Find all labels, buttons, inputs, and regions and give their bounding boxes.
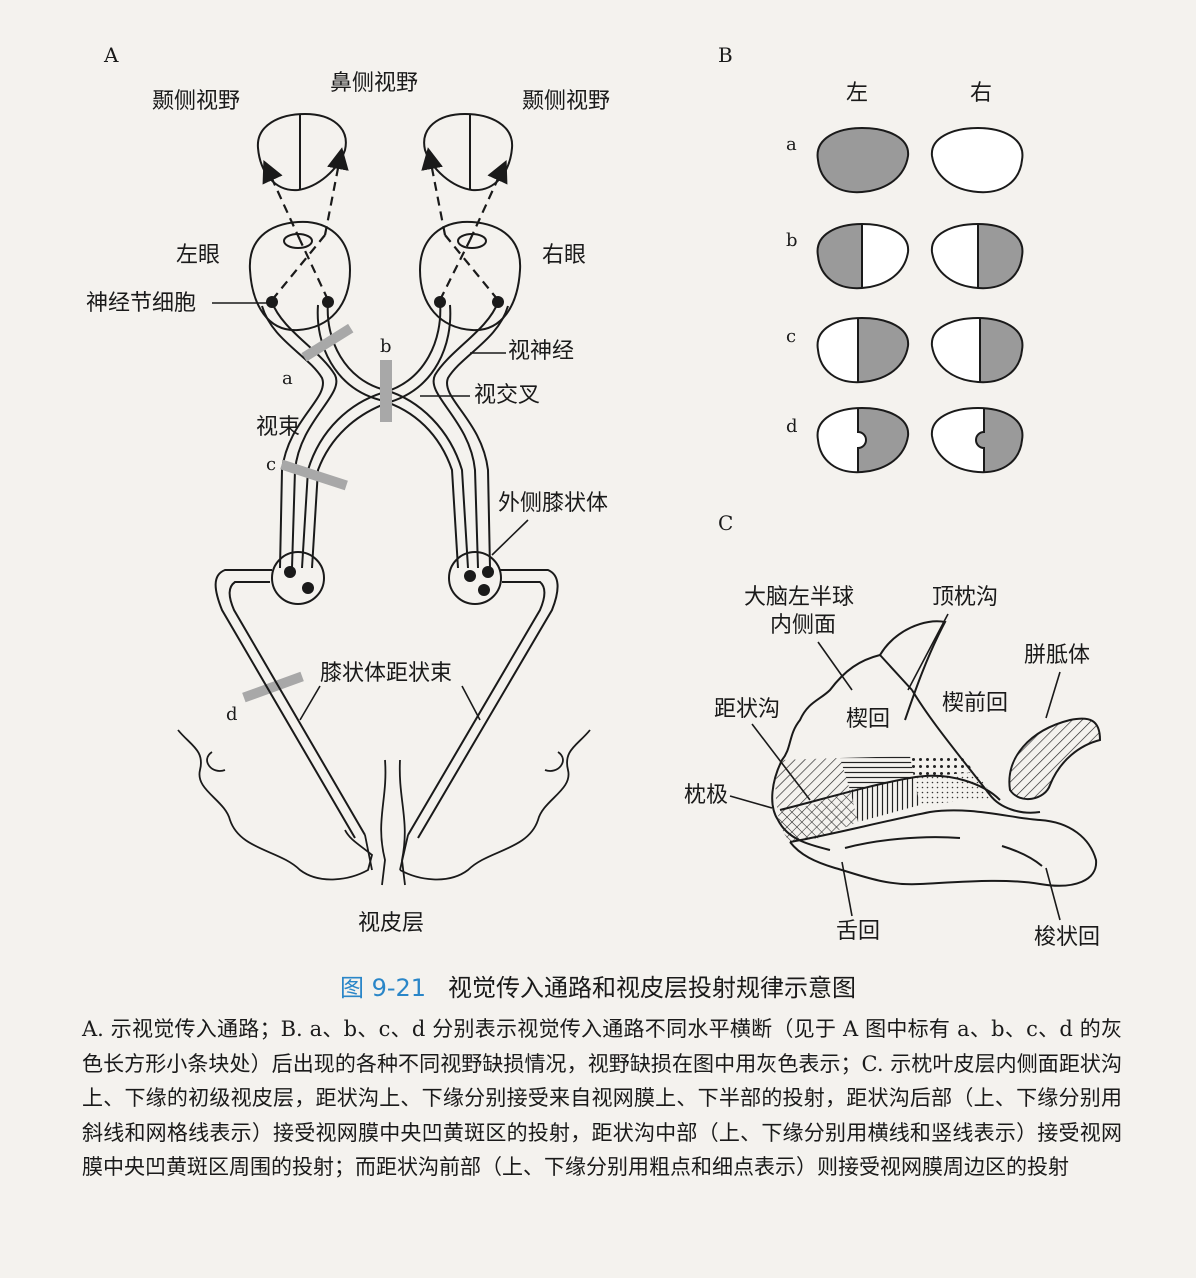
panel-a-letter: A (103, 43, 119, 67)
label-optic-nerve: 视神经 (508, 339, 574, 364)
panel-a: A 颞侧视野 鼻侧视野 颞侧视野 (86, 43, 610, 936)
field-d-left (818, 408, 909, 472)
field-a-right (932, 128, 1023, 192)
label-radiation: 膝状体距状束 (320, 661, 452, 686)
cc-pointer (1046, 672, 1060, 718)
panel-c: C 大脑左半球 内侧面 顶枕沟 胼胝体 距状沟 楔回 楔前回 枕极 舌回 梭状回 (684, 511, 1100, 950)
row-label-a: a (786, 134, 797, 155)
row-label-b: b (786, 230, 798, 251)
visual-pathway-figure: A 颞侧视野 鼻侧视野 颞侧视野 (0, 0, 1196, 960)
projection-lines (268, 158, 502, 300)
optic-radiations (216, 570, 558, 838)
field-c-right (932, 318, 1023, 382)
row-label-d: d (786, 416, 798, 437)
label-corpus-callosum: 胼胝体 (1024, 643, 1090, 668)
cut-label-a: a (282, 368, 293, 389)
label-precuneus: 楔前回 (942, 691, 1008, 716)
label-medial-surface-2: 内侧面 (770, 613, 836, 638)
label-optic-chiasm: 视交叉 (474, 383, 540, 408)
label-right-col: 右 (970, 81, 992, 106)
label-occipital-pole: 枕极 (684, 783, 728, 808)
label-lingual: 舌回 (836, 919, 880, 944)
label-right-eye: 右眼 (542, 243, 586, 268)
radiation-pointer-left (300, 686, 320, 720)
field-b-left (818, 224, 909, 288)
lgn-pointer (492, 520, 528, 555)
radiation-pointer-right (462, 686, 480, 720)
label-calcarine: 距状沟 (714, 697, 780, 722)
label-optic-tract: 视束 (256, 415, 300, 440)
panel-c-letter: C (718, 511, 733, 535)
corpus-callosum-shape (1009, 719, 1100, 799)
field-c-left (818, 318, 909, 382)
figure-caption-body: A. 示视觉传入通路；B. a、b、c、d 分别表示视觉传入通路不同水平横断（见… (82, 1012, 1122, 1185)
label-fusiform: 梭状回 (1034, 925, 1100, 950)
label-left-col: 左 (846, 81, 868, 106)
right-lgn (449, 552, 501, 604)
cut-bars (242, 324, 392, 702)
field-b-right (932, 224, 1023, 288)
figure-number: 图 9-21 (340, 974, 426, 1002)
field-d-right (932, 408, 1023, 472)
figure-title: 视觉传入通路和视皮层投射规律示意图 (448, 974, 856, 1002)
label-nasal-field: 鼻侧视野 (330, 71, 418, 96)
panel-b: B 左 右 a b c d (718, 43, 1022, 472)
pole-pointer (730, 796, 772, 808)
label-medial-surface-1: 大脑左半球 (744, 585, 854, 610)
label-cuneus: 楔回 (846, 707, 890, 732)
cut-label-c: c (266, 454, 276, 475)
label-parieto-occipital: 顶枕沟 (932, 585, 998, 610)
fusiform-pointer (1046, 868, 1060, 920)
figure-caption-title: 图 9-21 视觉传入通路和视皮层投射规律示意图 (0, 968, 1196, 1003)
label-lgn: 外侧膝状体 (498, 491, 608, 516)
cut-label-b: b (380, 336, 392, 357)
row-label-c: c (786, 326, 796, 347)
label-temporal-field-right: 颞侧视野 (522, 89, 610, 114)
ganglion-cell-dots (266, 296, 504, 308)
field-a-left (818, 128, 909, 192)
visual-cortex-outline (178, 730, 590, 885)
label-visual-cortex: 视皮层 (358, 911, 424, 936)
panel-b-letter: B (718, 43, 733, 67)
label-temporal-field-left: 颞侧视野 (152, 89, 240, 114)
label-left-eye: 左眼 (176, 243, 220, 268)
left-lgn (272, 552, 324, 604)
cut-label-d: d (226, 704, 238, 725)
label-ganglion-cells: 神经节细胞 (86, 291, 196, 316)
